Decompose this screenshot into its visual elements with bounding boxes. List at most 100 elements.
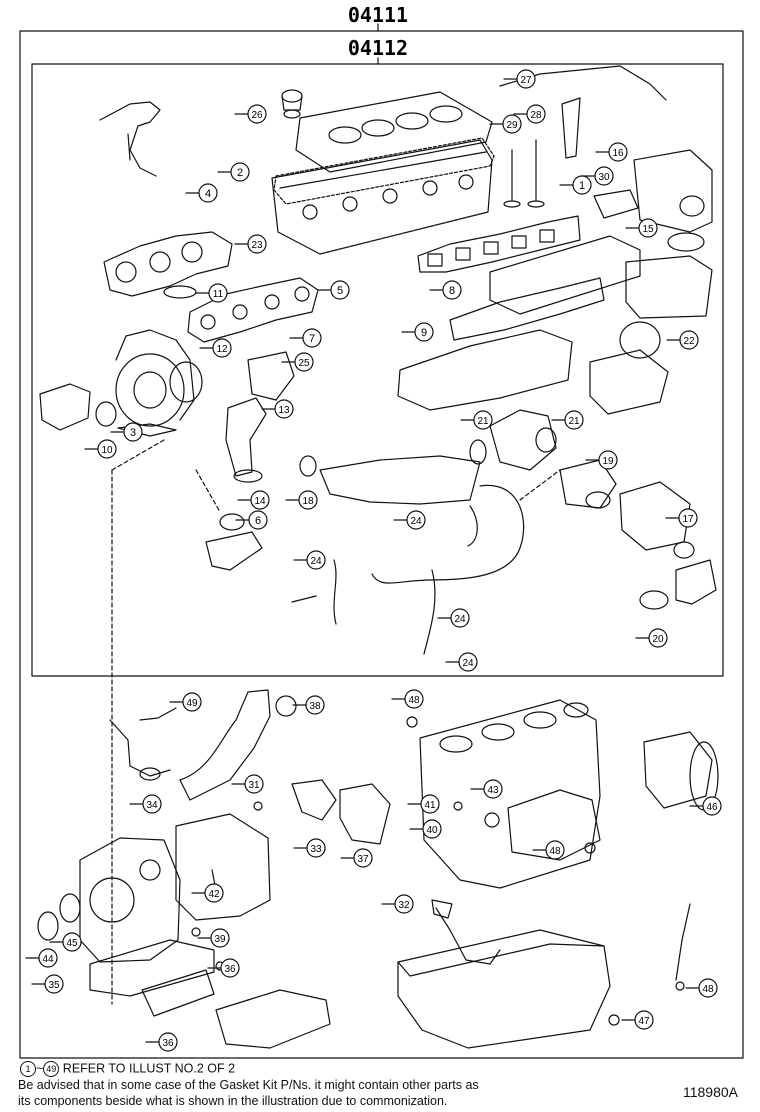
gasket-17 (673, 541, 695, 559)
callout-33: 33 (306, 838, 326, 858)
callout-10: 10 (97, 439, 117, 459)
head-cover-gasket (273, 137, 495, 205)
advisory-line-1: Be advised that in some case of the Gask… (18, 1078, 479, 1092)
callout-circle (274, 399, 294, 419)
callout-number: 14 (254, 496, 266, 507)
seal-44 (37, 911, 59, 941)
advisory-line-2: its components beside what is shown in t… (18, 1094, 448, 1108)
callout-number: 15 (642, 224, 654, 235)
callout-circle (450, 608, 470, 628)
callout-number: 31 (248, 780, 260, 791)
callout-circle (406, 510, 426, 530)
refer-note: 1~49 REFER TO ILLUST NO.2 OF 2 (20, 1061, 235, 1077)
callout-number: 41 (424, 800, 436, 811)
callout-15: 15 (638, 218, 658, 238)
callout-number: 1 (579, 180, 585, 192)
callout-circle (44, 974, 64, 994)
callout-circle (638, 218, 658, 238)
callout-circle (123, 422, 143, 442)
callout-number: 5 (337, 285, 343, 297)
callout-circle (594, 166, 614, 186)
callout-circle (210, 928, 230, 948)
egr-cooler (625, 255, 713, 319)
vacuum-hose (371, 484, 525, 584)
callout-number: 48 (549, 846, 561, 857)
callout-44: 44 (38, 948, 58, 968)
callout-number: 33 (310, 844, 322, 855)
callout-36: 36 (158, 1032, 178, 1052)
injection-pump (507, 789, 601, 861)
callout-number: 6 (255, 515, 261, 527)
callout-circle (306, 550, 326, 570)
callout-number: 21 (568, 416, 580, 427)
callout-circle (414, 322, 434, 342)
callout-14: 14 (250, 490, 270, 510)
callout-circle (220, 958, 240, 978)
o-ring-41 (453, 801, 463, 811)
callout-20: 20 (648, 628, 668, 648)
callout-circle (564, 410, 584, 430)
callout-49: 49 (182, 692, 202, 712)
callout-number: 34 (146, 800, 158, 811)
rear-seal-retainer (643, 731, 713, 809)
callout-29: 29 (502, 114, 522, 134)
callout-circle (353, 848, 373, 868)
o-ring-48a (406, 716, 418, 728)
egr-pipe (319, 455, 481, 505)
callout-number: 24 (410, 516, 422, 527)
callout-circle (306, 838, 326, 858)
turbocharger (115, 329, 203, 427)
callout-11: 11 (208, 283, 228, 303)
callout-number: 10 (101, 445, 113, 456)
callout-4: 4 (198, 183, 218, 203)
gasket-15 (667, 232, 705, 252)
refer-start-circle: 1 (20, 1061, 36, 1077)
callout-2: 2 (230, 162, 250, 182)
callout-circle (422, 819, 442, 839)
callout-42: 42 (204, 883, 224, 903)
gasket-34 (139, 767, 161, 781)
callout-7: 7 (302, 328, 322, 348)
callout-48: 48 (545, 840, 565, 860)
callout-number: 24 (462, 658, 474, 669)
water-inlet-pipe (179, 689, 271, 801)
callout-24: 24 (450, 608, 470, 628)
gasket-11 (163, 285, 197, 299)
callout-38: 38 (305, 695, 325, 715)
callout-leaders (25, 78, 704, 1043)
pipe-bracket (247, 351, 295, 401)
callout-circle (230, 162, 250, 182)
callout-21: 21 (564, 410, 584, 430)
cylinder-block (419, 699, 601, 889)
callout-27: 27 (516, 69, 536, 89)
callout-number: 25 (298, 358, 310, 369)
callout-circle (302, 328, 322, 348)
kit-04111-frame (19, 30, 744, 1059)
callout-circle (158, 1032, 178, 1052)
timing-case (79, 837, 181, 963)
callout-number: 2 (237, 167, 243, 179)
gasket-19 (585, 491, 611, 509)
timing-cover (175, 813, 271, 921)
callout-circle (473, 410, 493, 430)
gasket-33 (291, 779, 337, 821)
callout-48: 48 (698, 978, 718, 998)
gasket-35 (89, 939, 215, 997)
callout-number: 49 (186, 698, 198, 709)
callout-number: 28 (530, 110, 542, 121)
callout-31: 31 (244, 774, 264, 794)
o-ring-48b (584, 842, 596, 854)
oil-strainer (435, 907, 501, 965)
callout-circle (250, 490, 270, 510)
callout-circle (294, 352, 314, 372)
callout-40: 40 (422, 819, 442, 839)
callout-17: 17 (678, 508, 698, 528)
injector (561, 97, 581, 159)
callout-32: 32 (394, 894, 414, 914)
callout-circle (142, 794, 162, 814)
oil-pipe (109, 719, 171, 777)
callout-circle (247, 234, 267, 254)
callout-5: 5 (330, 280, 350, 300)
water-pump (339, 783, 391, 845)
